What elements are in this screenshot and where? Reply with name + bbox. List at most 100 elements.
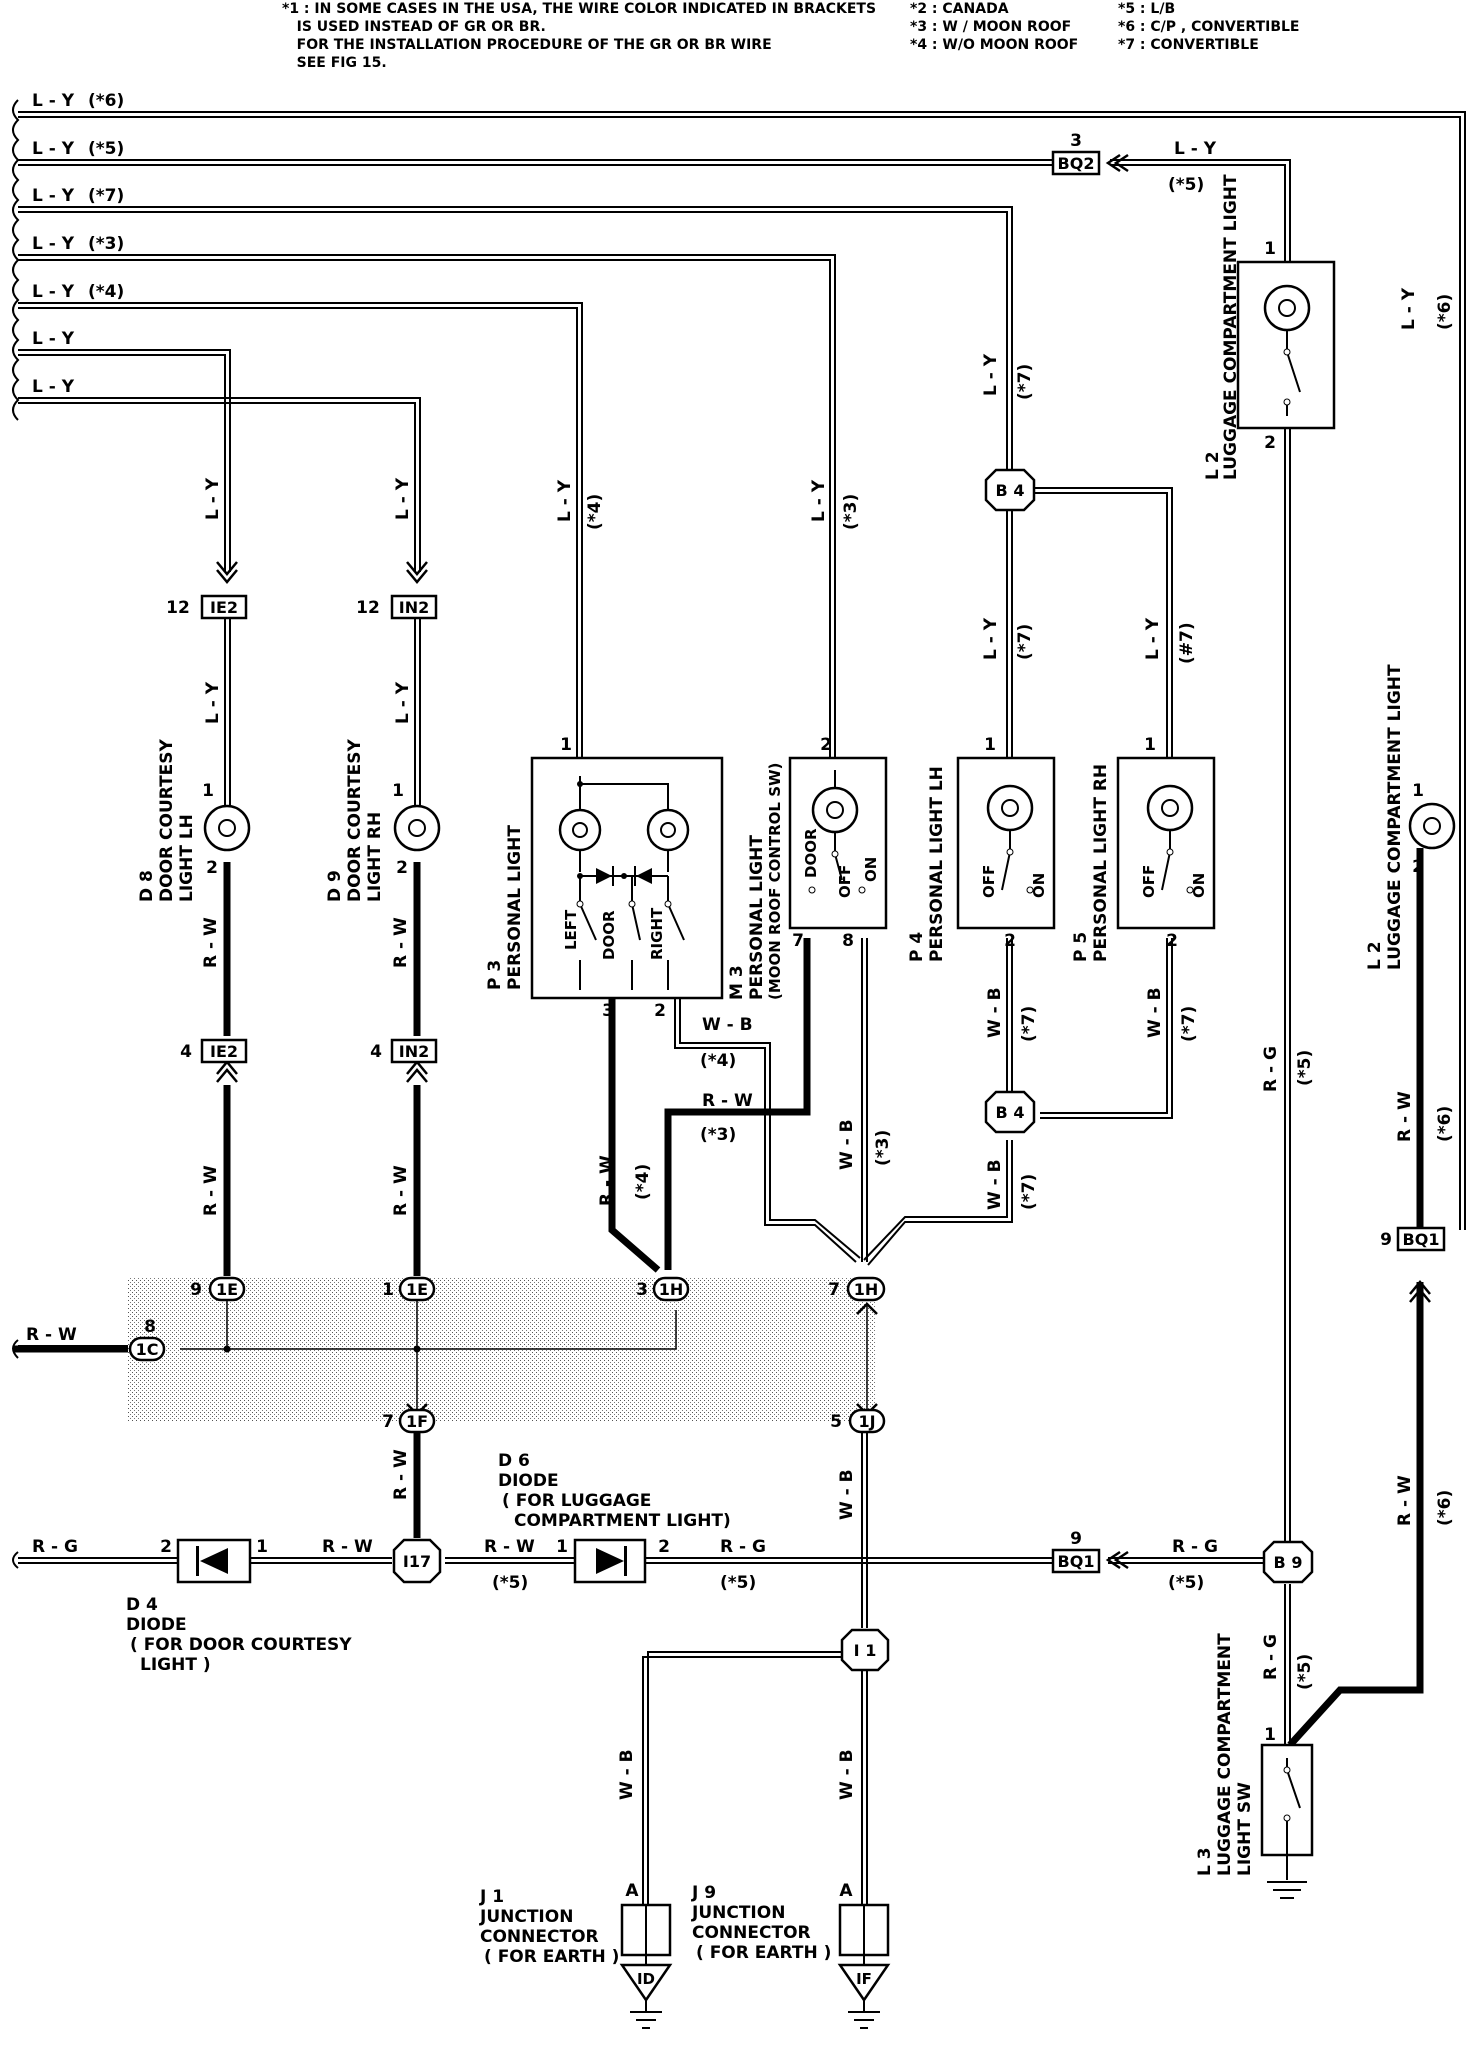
- d4-pin1: 1: [256, 1537, 268, 1557]
- label-v3-top: (*3): [88, 234, 124, 254]
- note-7: *7 : CONVERTIBLE: [1118, 37, 1259, 53]
- j1-name1: JUNCTION: [479, 1907, 573, 1927]
- j1-code: J 1: [479, 1887, 504, 1907]
- d9-door-courtesy-light-rh: 1 2 D 9 DOOR COURTESY LIGHT RH: [325, 738, 441, 902]
- 1h-right-pin: 7: [828, 1280, 840, 1300]
- 1c-pin: 8: [144, 1317, 156, 1337]
- label-v3-m3: (*3): [841, 494, 861, 530]
- d6-name3: COMPARTMENT LIGHT): [514, 1511, 731, 1531]
- left-bracket: [12, 99, 20, 1569]
- ie2-bottom-label: IE2: [210, 1042, 238, 1061]
- p3-name: PERSONAL LIGHT: [505, 825, 525, 990]
- label-rw-p3: R - W: [597, 1155, 617, 1206]
- label-rw-l3: R - W: [1395, 1475, 1415, 1526]
- jb-pill-1e-right: 1E 1: [382, 1276, 436, 1302]
- label-rg-d6: R - G: [720, 1537, 766, 1557]
- label-ly-d8-lower: L - Y: [203, 681, 223, 724]
- label-rg-l3: R - G: [1261, 1634, 1281, 1680]
- 1e-right-label: 1E: [406, 1280, 428, 1299]
- l3-code: L 3: [1195, 1847, 1215, 1876]
- label-wb-p5: W - B: [1145, 987, 1165, 1038]
- 1j-pin: 5: [830, 1412, 842, 1432]
- label-ly-d8-upper: L - Y: [203, 477, 223, 520]
- jb-pill-1h-left: 1H 3: [636, 1276, 690, 1302]
- label-rw-l2-lower: R - W: [1395, 1091, 1415, 1142]
- note-2: *2 : CANADA: [910, 1, 1009, 17]
- label-v7-b4-top: (*7): [1015, 364, 1035, 400]
- in2-bottom-pin: 4: [370, 1042, 382, 1062]
- d4-pin2: 2: [160, 1537, 172, 1557]
- label-rw-1f: R - W: [391, 1449, 411, 1500]
- d8-name2: LIGHT LH: [177, 814, 197, 902]
- junction-block-shading: [128, 1278, 876, 1422]
- label-rg-b9: R - G: [1172, 1537, 1218, 1557]
- i17-label: I17: [403, 1552, 431, 1571]
- j1-ground-label: ID: [637, 1970, 655, 1988]
- label-rg-d4: R - G: [32, 1537, 78, 1557]
- label-ly-d9-lower: L - Y: [393, 681, 413, 724]
- label-ly-6-right: L - Y: [1399, 287, 1419, 330]
- d8-pin1: 1: [202, 781, 214, 801]
- label-rw-i17: R - W: [322, 1537, 373, 1557]
- l2-upper-pin2: 2: [1264, 433, 1276, 453]
- j9-name2: CONNECTOR: [692, 1923, 811, 1943]
- d9-name2: LIGHT RH: [365, 812, 385, 902]
- p3-pin3: 3: [602, 1001, 614, 1021]
- connector-bq1-bottom: BQ1 9: [1051, 1529, 1101, 1574]
- label-v4-p3-low: (*4): [633, 1164, 653, 1200]
- 1f-label: 1F: [406, 1412, 428, 1431]
- l3-luggage-light-sw: 1 L 3 LUGGAGE COMPARTMENT LIGHT SW: [1195, 1633, 1314, 1899]
- p4-pin2: 2: [1004, 931, 1016, 951]
- bq1-bottom-label: BQ1: [1058, 1552, 1095, 1571]
- label-v7b-p5: (#7): [1177, 622, 1197, 664]
- jb-pill-1e-left: 1E 9: [190, 1276, 246, 1302]
- 1c-label: 1C: [136, 1340, 159, 1359]
- bq1-right-pin: 9: [1380, 1230, 1392, 1250]
- wire-ly-6: [18, 111, 1466, 1230]
- label-v5-b9: (*5): [1168, 1573, 1204, 1593]
- m3-pin8: 8: [842, 931, 854, 951]
- label-wb-m3: W - B: [837, 1119, 857, 1170]
- label-v6-l3: (*6): [1435, 1490, 1455, 1526]
- jb-pill-1h-right: 1H 7: [828, 1276, 886, 1302]
- label-ly-5: L - Y: [32, 139, 75, 159]
- note-5: *5 : L/B: [1118, 1, 1176, 17]
- label-ly-p3: L - Y: [555, 479, 575, 522]
- jb-pill-1c: 1C 8: [128, 1317, 166, 1362]
- d8-code: D 8: [137, 870, 157, 902]
- label-v3-m3-low: (*3): [700, 1125, 736, 1145]
- m3-pin7: 7: [792, 931, 804, 951]
- footnotes-mid: *2 : CANADA *3 : W / MOON ROOF *4 : W/O …: [910, 0, 1078, 54]
- label-ly-6: L - Y: [32, 91, 75, 111]
- p4-code: P 4: [907, 932, 927, 962]
- 1e-left-pin: 9: [190, 1280, 202, 1300]
- label-wb-1j: W - B: [837, 1469, 857, 1520]
- d6-name1: DIODE: [498, 1471, 559, 1491]
- p4-pin1: 1: [984, 735, 996, 755]
- label-ly-b4-top: L - Y: [981, 353, 1001, 396]
- label-v3-wb: (*3): [873, 1130, 893, 1166]
- label-v7-wb-p5: (*7): [1179, 1006, 1199, 1042]
- note-6: *6 : C/P , CONVERTIBLE: [1118, 19, 1300, 35]
- bq1-bottom-pin: 9: [1070, 1529, 1082, 1549]
- d9-pin1: 1: [392, 781, 404, 801]
- d9-name1: DOOR COURTESY: [345, 738, 365, 902]
- jb-internal: [180, 1300, 868, 1410]
- j9-name1: JUNCTION: [691, 1903, 785, 1923]
- l2-upper-code: L 2: [1203, 451, 1223, 480]
- d6-pin2: 2: [658, 1537, 670, 1557]
- in2-label: IN2: [399, 598, 429, 617]
- label-rw-d8-lower: R - W: [201, 1165, 221, 1216]
- label-rg-l2: R - G: [1261, 1046, 1281, 1092]
- m3-door: DOOR: [802, 828, 820, 878]
- d6-diode: 1 2 D 6 DIODE ( FOR LUGGAGE COMPARTMENT …: [498, 1451, 731, 1584]
- d4-name3: LIGHT ): [140, 1655, 211, 1675]
- label-wb-p4: W - B: [985, 987, 1005, 1038]
- ie2-label: IE2: [210, 598, 238, 617]
- junction-b9: B 9: [1262, 1540, 1314, 1584]
- label-wb-p3: W - B: [702, 1015, 753, 1035]
- l2-lower-name: LUGGAGE COMPARTMENT LIGHT: [1385, 664, 1405, 970]
- b4-bottom-label: B 4: [996, 1103, 1025, 1122]
- note-1d: SEE FIG 15.: [296, 55, 387, 71]
